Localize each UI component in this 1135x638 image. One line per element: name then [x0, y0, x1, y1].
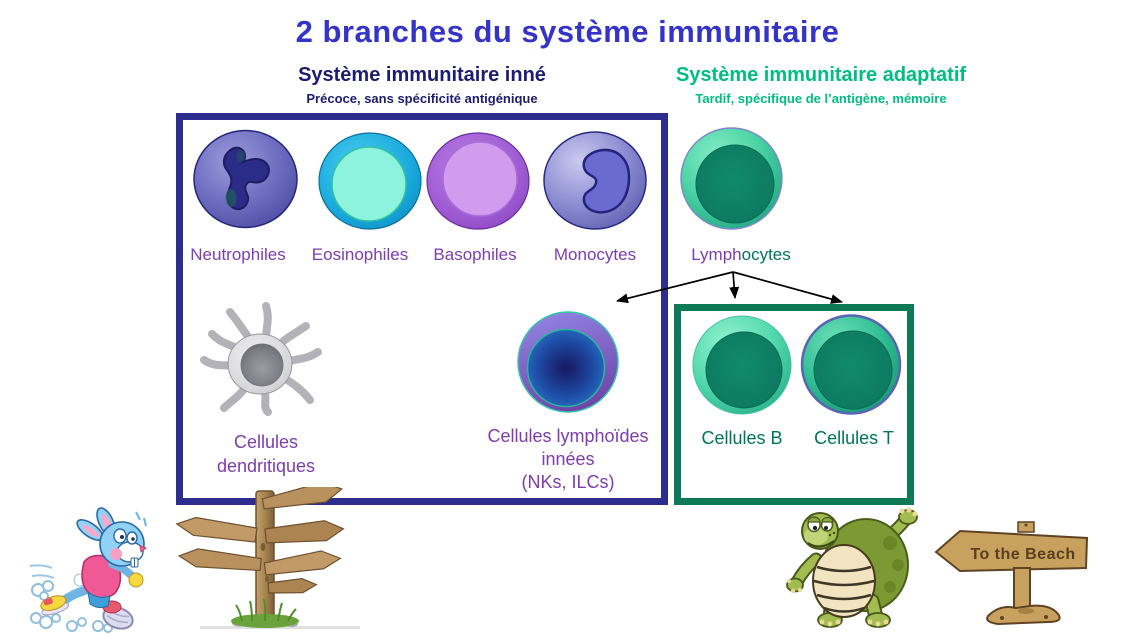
- eosinophils-label: Eosinophiles: [311, 245, 409, 264]
- lymphocytes-label: Lymphocytes: [676, 245, 806, 265]
- dendritic-cell-icon: [200, 302, 322, 416]
- adaptive-branch-subtitle: Tardif, spécifique de l’antigène, mémoir…: [695, 91, 947, 106]
- b-cell-icon: [692, 315, 792, 415]
- running-rabbit-illustration: [29, 507, 148, 633]
- monocyte-cell-icon: [543, 131, 647, 230]
- dendritic-cells-label-line1: Cellules: [233, 432, 299, 452]
- signpost-illustration: [175, 487, 360, 629]
- t-cell-icon: [800, 314, 902, 415]
- innate-lymphoid-cells-label: Cellules lymphoïdes innées (NKs, ILCs): [470, 425, 666, 494]
- beach-sign-illustration: To the Beach: [934, 521, 1089, 625]
- innate-system-box: [176, 113, 668, 505]
- beach-sign-text: To the Beach: [970, 546, 1075, 563]
- eosinophil-cell-icon: [318, 132, 422, 230]
- ilc-label-line2: innées: [541, 449, 595, 469]
- turtle-illustration: [786, 507, 918, 628]
- monocytes-label: Monocytes: [553, 245, 637, 264]
- neutrophils-label: Neutrophiles: [190, 245, 286, 264]
- lymphocytes-label-green-part: ocytes: [741, 245, 791, 264]
- dendritic-cells-label-line2: dendritiques: [216, 456, 316, 476]
- innate-branch-heading: Système immunitaire inné: [298, 64, 546, 86]
- lymphocyte-differentiation-arrows: [616, 271, 843, 304]
- ilc-label-line1: Cellules lymphoïdes: [487, 426, 649, 446]
- ilc-label-line3: (NKs, ILCs): [521, 472, 615, 492]
- lymphocyte-cell-icon: [680, 127, 783, 230]
- basophil-cell-icon: [426, 132, 530, 230]
- innate-branch-subtitle: Précoce, sans spécificité antigénique: [306, 91, 538, 106]
- neutrophil-cell-icon: [193, 129, 298, 229]
- dendritic-cells-label: Cellules dendritiques: [196, 430, 336, 478]
- b-cells-label: Cellules B: [701, 428, 783, 448]
- page-title: 2 branches du système immunitaire: [295, 14, 840, 49]
- t-cells-label: Cellules T: [814, 428, 894, 448]
- lymphocytes-label-purple-part: Lymph: [691, 245, 742, 264]
- innate-lymphoid-cell-icon: [517, 311, 619, 413]
- adaptive-branch-heading: Système immunitaire adaptatif: [675, 64, 967, 86]
- adaptive-system-box: [674, 304, 914, 505]
- basophils-label: Basophiles: [433, 245, 517, 264]
